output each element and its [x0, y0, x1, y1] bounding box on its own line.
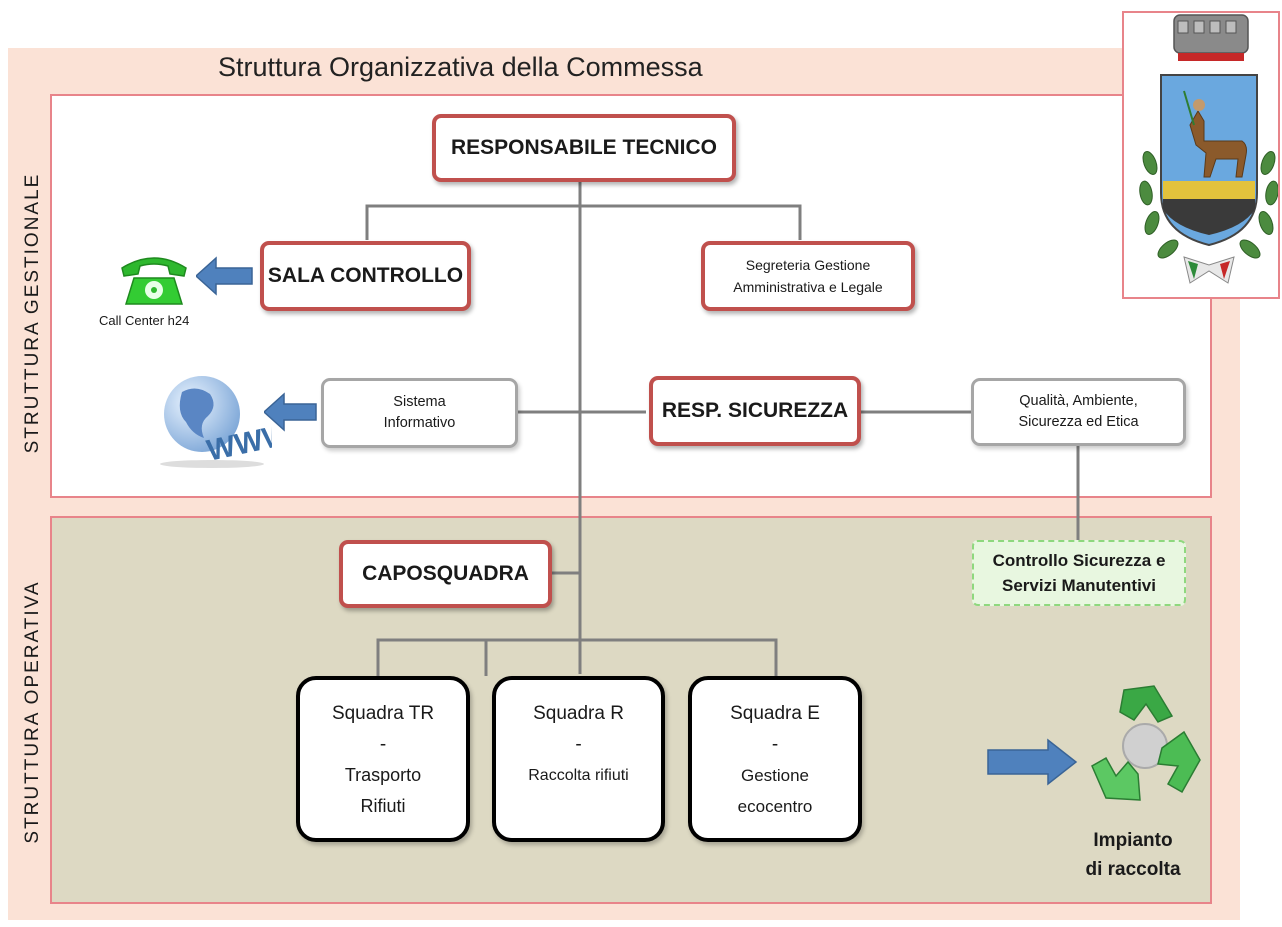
- phone-icon: [121, 257, 187, 305]
- node-segreteria: Segreteria Gestione Amministrativa e Leg…: [701, 241, 915, 311]
- team-name: Squadra R: [533, 703, 624, 724]
- team-squadra-tr: Squadra TR - Trasporto Rifiuti: [296, 676, 470, 842]
- team-name: Squadra E: [730, 703, 820, 724]
- node-sistema-informativo: Sistema Informativo: [321, 378, 518, 448]
- qualita-line1: Qualità, Ambiente,: [1019, 393, 1138, 409]
- globe-www-icon: WWW: [160, 376, 272, 468]
- team-desc-line1: Raccolta rifiuti: [528, 767, 629, 784]
- node-qualita-ambiente: Qualità, Ambiente, Sicurezza ed Etica: [971, 378, 1186, 446]
- call-center-label: Call Center h24: [99, 313, 190, 328]
- impianto-line2: di raccolta: [1085, 859, 1181, 880]
- sistema-line1: Sistema: [393, 394, 446, 410]
- segreteria-line2: Amministrativa e Legale: [733, 279, 883, 295]
- impianto-line1: Impianto: [1093, 830, 1173, 851]
- team-dash: -: [379, 734, 387, 755]
- node-sala-controllo: SALA CONTROLLO: [260, 241, 471, 311]
- qualita-line2: Sicurezza ed Etica: [1018, 414, 1139, 430]
- arrow-left-icon: [196, 256, 253, 296]
- arrow-left-icon: [264, 392, 317, 432]
- segreteria-line1: Segreteria Gestione: [745, 257, 871, 273]
- team-dash: -: [771, 734, 779, 755]
- coat-of-arms-frame: [1122, 11, 1280, 299]
- team-squadra-e: Squadra E - Gestione ecocentro: [688, 676, 862, 842]
- team-desc-line1: Gestione: [740, 766, 810, 785]
- controllo-line1: Controllo Sicurezza e: [992, 551, 1166, 570]
- team-name: Squadra TR: [331, 703, 435, 724]
- team-desc-line2: ecocentro: [737, 797, 813, 816]
- node-resp-sicurezza: RESP. SICUREZZA: [649, 376, 861, 446]
- node-caposquadra: CAPOSQUADRA: [339, 540, 552, 608]
- team-desc-line1: Trasporto: [344, 765, 422, 785]
- diagram-title: Struttura Organizzativa della Commessa: [218, 52, 703, 82]
- coat-of-arms-emblem: [1139, 14, 1279, 284]
- node-controllo-sicurezza: Controllo Sicurezza e Servizi Manutentiv…: [972, 540, 1186, 606]
- team-squadra-r: Squadra R - Raccolta rifiuti: [492, 676, 665, 842]
- controllo-line2: Servizi Manutentivi: [1002, 576, 1156, 595]
- impianto-label: Impianto di raccolta: [1063, 826, 1203, 884]
- team-dash: -: [575, 734, 582, 755]
- node-responsabile-tecnico: RESPONSABILE TECNICO: [432, 114, 736, 182]
- sistema-line2: Informativo: [383, 415, 456, 431]
- arrow-right-icon: [987, 738, 1078, 786]
- recycle-icon: [1091, 685, 1201, 801]
- team-desc-line2: Rifiuti: [360, 796, 406, 816]
